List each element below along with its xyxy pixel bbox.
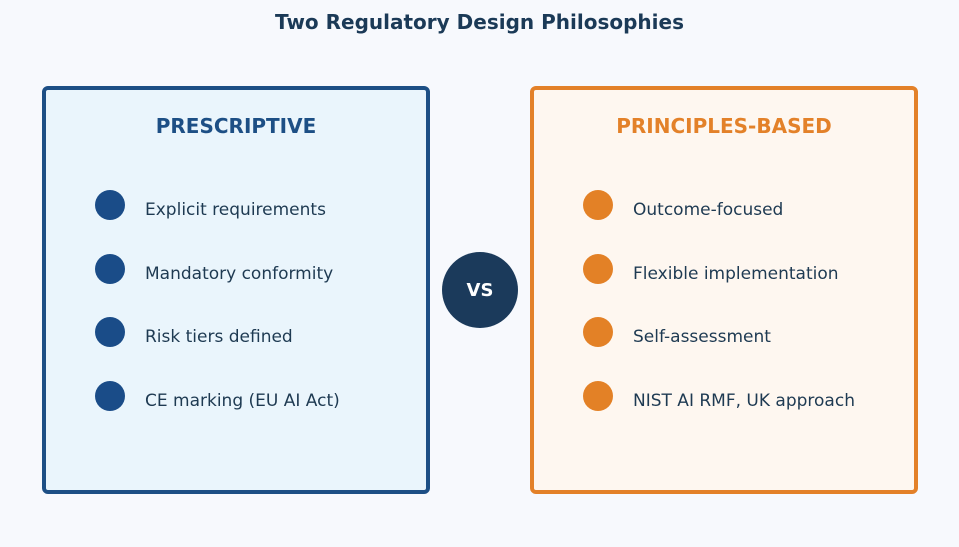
prescriptive-item-label: Mandatory conformity bbox=[145, 264, 334, 284]
bullet-dot bbox=[95, 190, 125, 220]
prescriptive-heading: PRESCRIPTIVE bbox=[155, 114, 317, 138]
principles-heading: PRINCIPLES-BASED bbox=[616, 114, 832, 138]
prescriptive-item: Mandatory conformity bbox=[95, 254, 333, 284]
principles-item: NIST AI RMF, UK approach bbox=[583, 381, 855, 411]
principles-item: Outcome-focused bbox=[583, 190, 783, 220]
prescriptive-item-label: CE marking (EU AI Act) bbox=[145, 391, 340, 411]
bullet-dot bbox=[95, 254, 125, 284]
bullet-dot bbox=[95, 381, 125, 411]
bullet-dot bbox=[583, 190, 613, 220]
principles-item-label: Flexible implementation bbox=[633, 264, 839, 284]
principles-item: Self-assessment bbox=[583, 317, 771, 347]
principles-item-label: NIST AI RMF, UK approach bbox=[633, 391, 855, 411]
prescriptive-item: Explicit requirements bbox=[95, 190, 326, 220]
vs-badge: VS bbox=[442, 252, 518, 328]
diagram-title: Two Regulatory Design Philosophies bbox=[275, 10, 684, 34]
prescriptive-item: Risk tiers defined bbox=[95, 317, 293, 347]
principles-item: Flexible implementation bbox=[583, 254, 839, 284]
prescriptive-item: CE marking (EU AI Act) bbox=[95, 381, 340, 411]
principles-panel: PRINCIPLES-BASED Outcome-focused Flexibl… bbox=[530, 86, 918, 494]
prescriptive-item-label: Explicit requirements bbox=[145, 200, 326, 220]
principles-item-label: Outcome-focused bbox=[633, 200, 784, 220]
prescriptive-panel: PRESCRIPTIVE Explicit requirements Manda… bbox=[42, 86, 430, 494]
prescriptive-item-label: Risk tiers defined bbox=[145, 327, 293, 347]
bullet-dot bbox=[583, 381, 613, 411]
bullet-dot bbox=[583, 254, 613, 284]
bullet-dot bbox=[95, 317, 125, 347]
bullet-dot bbox=[583, 317, 613, 347]
principles-item-label: Self-assessment bbox=[633, 327, 771, 347]
